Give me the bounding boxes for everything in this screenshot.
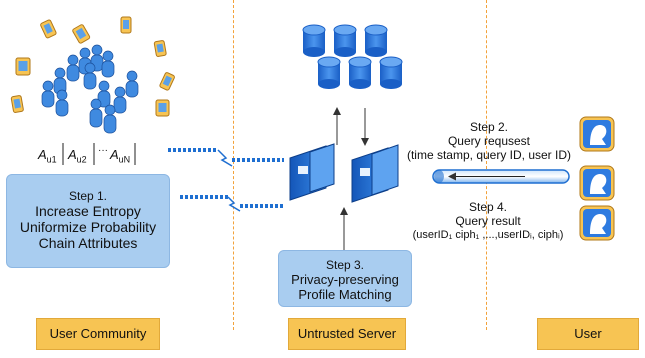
step2-line-1: Query requsest [447, 134, 531, 148]
step3-title: Step 3. [325, 258, 365, 272]
attribute-symbol: A [68, 147, 77, 162]
step1-line-2: Uniformize Probability [19, 219, 157, 235]
divider-left [233, 0, 234, 330]
attribute-subscript: uN [118, 154, 131, 165]
step2-line-2: (time stamp, query ID, user ID) [406, 148, 572, 162]
attribute-a-u1: Au1 [38, 148, 57, 167]
attribute-subscript: u2 [76, 154, 87, 165]
database-cluster-icon [302, 24, 403, 89]
attribute-separators [62, 143, 136, 165]
attribute-ellipsis: ··· [98, 145, 108, 156]
step3-box: Step 3. Privacy-preserving Profile Match… [278, 250, 412, 307]
label-user-community: User Community [36, 318, 160, 350]
secure-channel-pipe [432, 169, 570, 184]
step2-title: Step 2. [469, 120, 509, 134]
community-server-link-bottom [180, 195, 284, 212]
user-crowd-icon [41, 44, 139, 134]
server-icon-right [351, 144, 399, 203]
user-icons [579, 116, 615, 241]
step4-line-2: (userID₁ ciph₁ ,...,userIDᵢ, ciphᵢ) [412, 229, 564, 241]
attribute-symbol: A [38, 147, 47, 162]
attribute-a-u2: Au2 [68, 148, 87, 167]
step1-box: Step 1. Increase Entropy Uniformize Prob… [6, 174, 170, 268]
server-icon-left [289, 143, 335, 201]
step3-line-2: Profile Matching [298, 287, 392, 302]
step1-line-1: Increase Entropy [35, 203, 141, 219]
db-server-arrows [333, 107, 369, 146]
attribute-symbol: A [110, 147, 119, 162]
attribute-a-un: AuN [110, 148, 130, 167]
step4-label: Step 4. Query result (userID₁ ciph₁ ,...… [398, 200, 578, 242]
step3-line-1: Privacy-preserving [291, 272, 399, 287]
divider-right [486, 0, 487, 330]
step2-label: Step 2. Query requsest (time stamp, quer… [400, 120, 578, 162]
label-user: User [537, 318, 639, 350]
step1-title: Step 1. [68, 189, 108, 203]
label-untrusted-server: Untrusted Server [288, 318, 406, 350]
community-server-link-top [168, 148, 284, 167]
mobile-device-icons [10, 16, 175, 117]
step1-line-3: Chain Attributes [38, 235, 138, 251]
step4-line-1: Query result [455, 214, 521, 228]
attribute-subscript: u1 [46, 154, 57, 165]
step4-title: Step 4. [468, 200, 508, 214]
